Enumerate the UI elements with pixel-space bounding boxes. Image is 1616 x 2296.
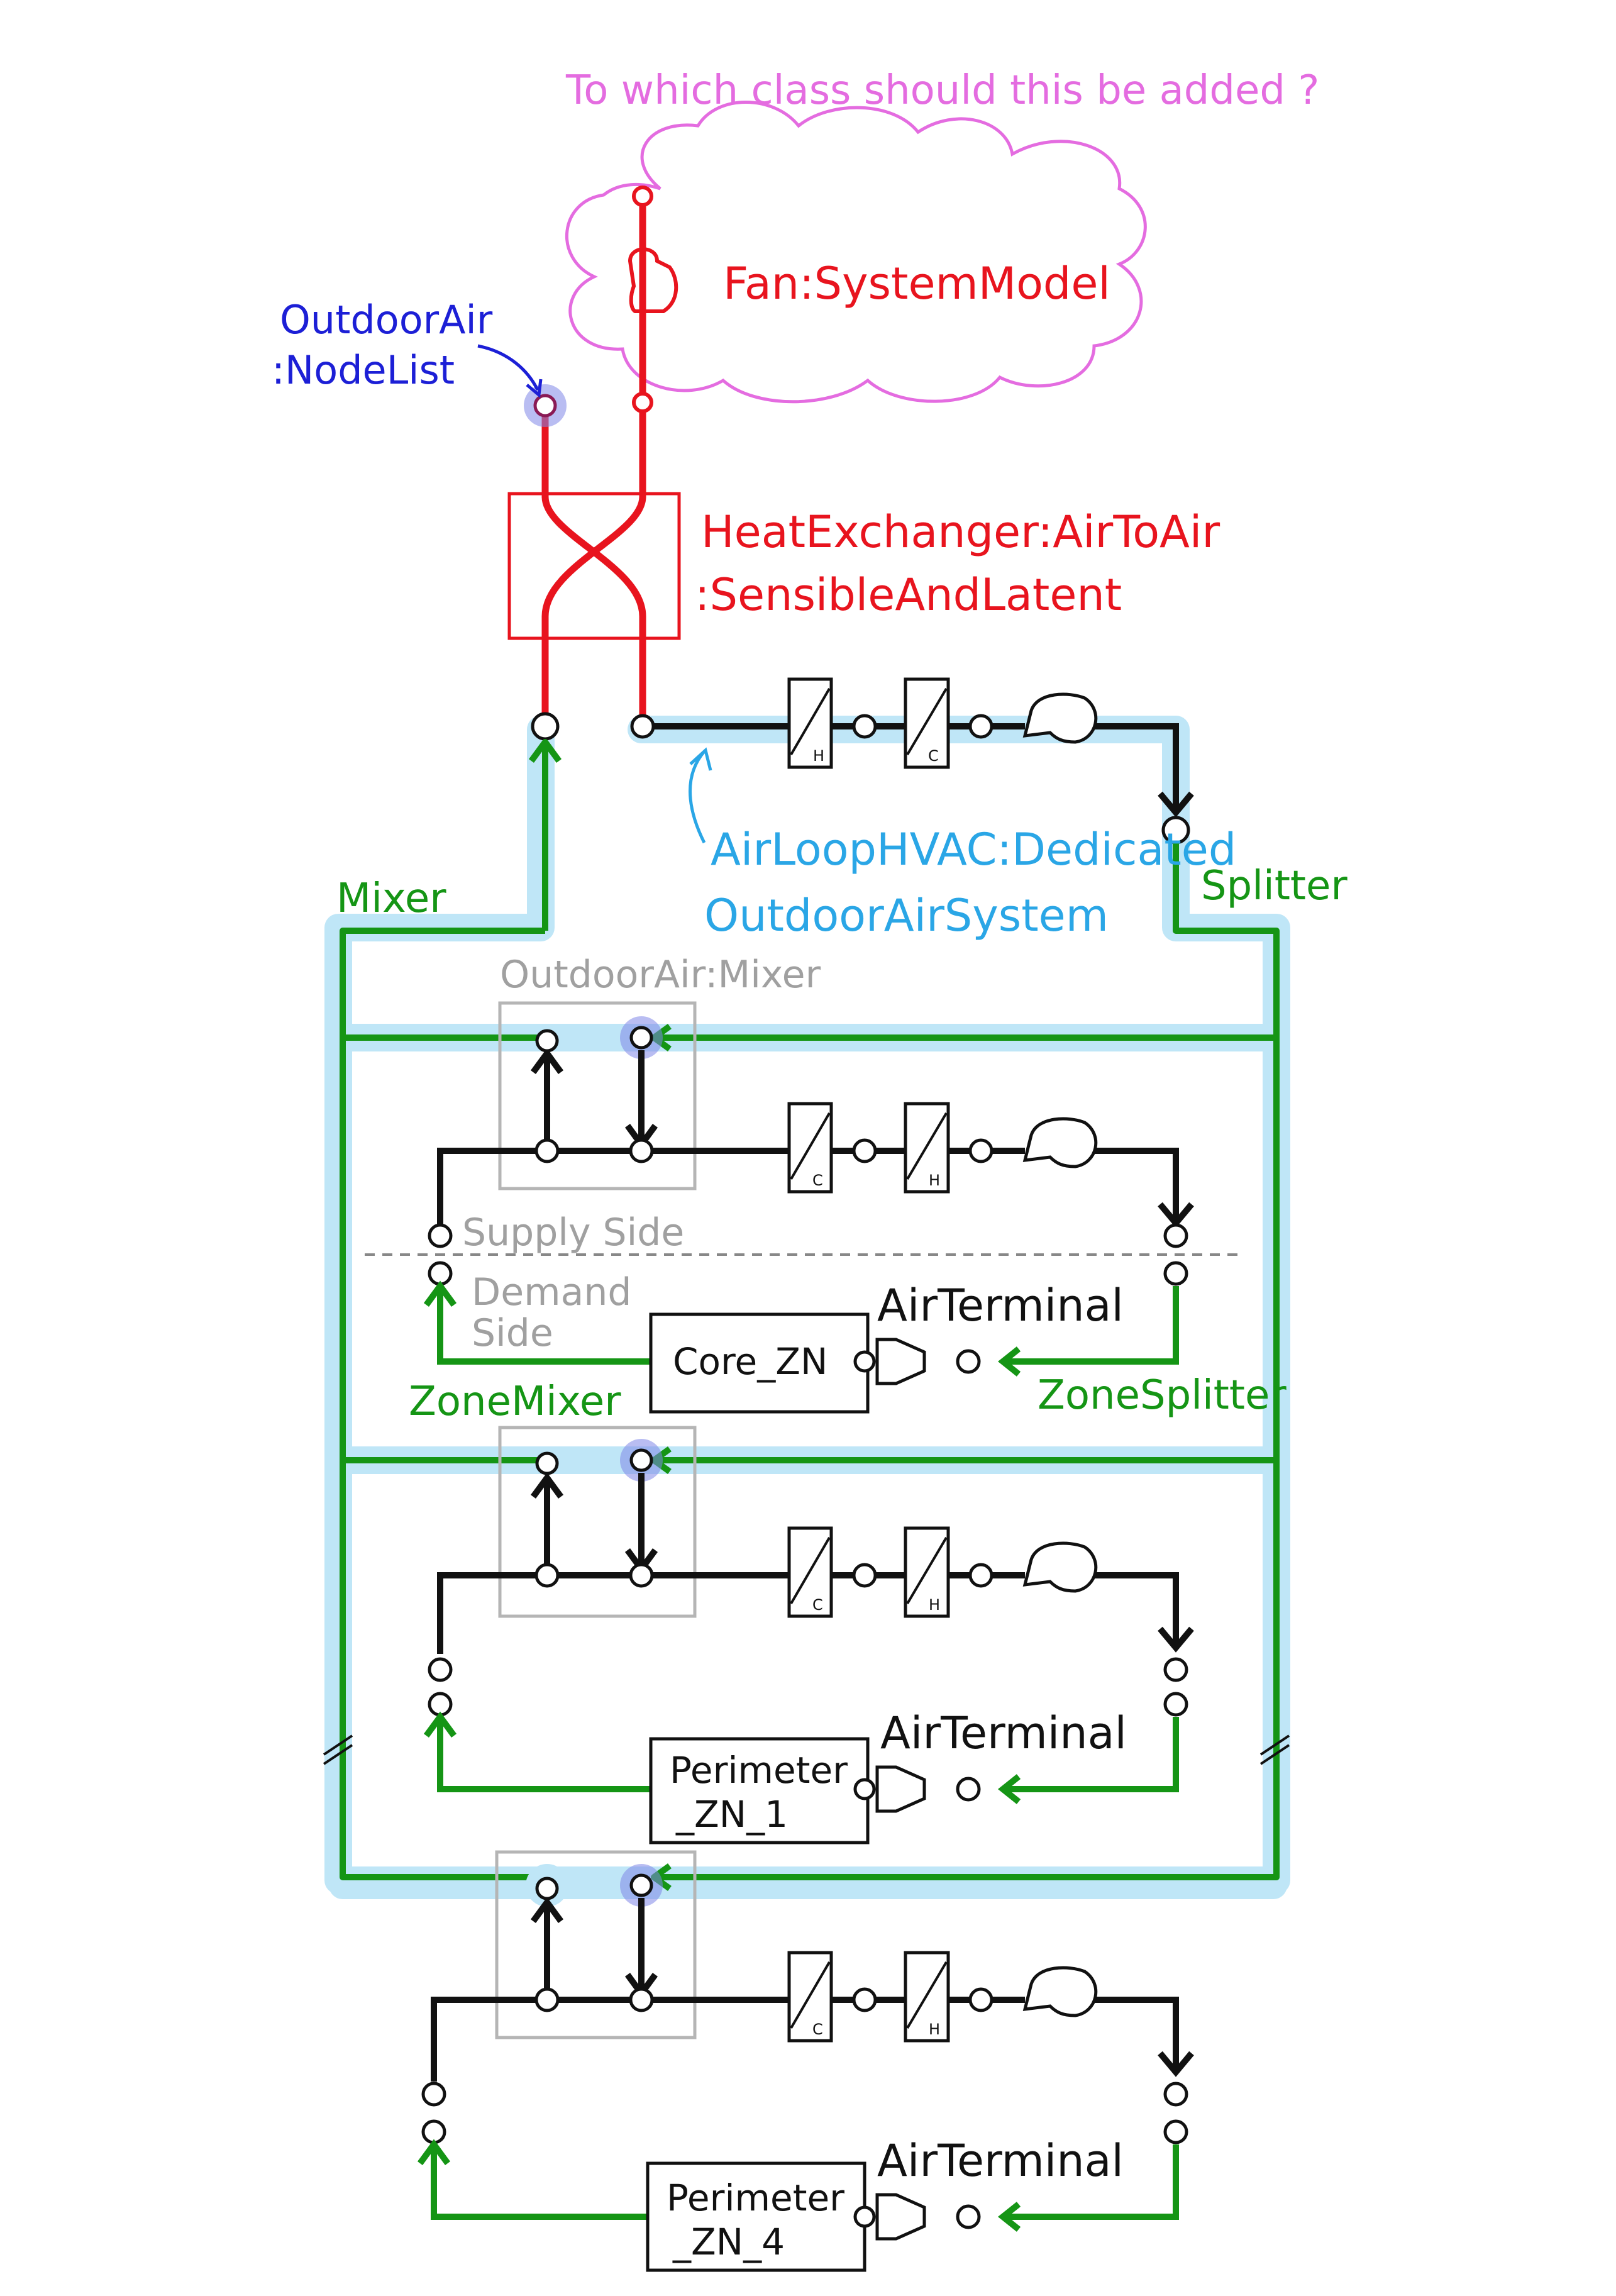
air-loop-2: C H Perimeter _ZN_1 AirTermin (423, 1426, 1194, 1844)
outdoor-air-node-list-label: OutdoorAir (280, 297, 493, 343)
doas-outlet-node (531, 712, 560, 741)
doas-pointer-head (689, 747, 712, 771)
svg-text:H: H (813, 747, 824, 765)
svg-text:C: C (812, 1172, 823, 1189)
heating-coil-icon: H (787, 677, 833, 769)
heating-coil-icon: H (904, 1951, 950, 2043)
svg-text:AirTerminal: AirTerminal (877, 1280, 1124, 1331)
zone-splitter-label: ZoneSplitter (1038, 1372, 1287, 1419)
demand-side-label: Demand (472, 1270, 631, 1314)
svg-text:C: C (812, 1596, 823, 1614)
svg-text:_ZN_4: _ZN_4 (672, 2221, 785, 2263)
outdoor-air-mixer-box (498, 1001, 697, 1190)
air-terminal-icon (853, 1338, 981, 1385)
fan-icon (1022, 1966, 1098, 2017)
question-text: To which class should this be added ? (565, 67, 1319, 114)
zone-box (649, 1312, 870, 1414)
doas-pointer (689, 750, 706, 844)
nodelist-pointer (477, 344, 540, 391)
heat-exchanger-label-2: :SensibleAndLatent (695, 569, 1122, 621)
svg-text:Core_ZN: Core_ZN (673, 1340, 827, 1383)
nodelist-pointer-head (526, 379, 543, 398)
outdoor-air-mixer-box (495, 1850, 697, 2039)
svg-text:H: H (929, 1172, 940, 1189)
svg-text:C: C (928, 747, 939, 765)
svg-text:Perimeter: Perimeter (667, 2177, 844, 2219)
mixer-label: Mixer (336, 875, 446, 922)
svg-text:AirTerminal: AirTerminal (877, 2135, 1124, 2187)
cooling-coil-icon: C (787, 1951, 833, 2043)
air-loop-3: C H Perimeter _ZN_4 AirTermin (417, 1850, 1194, 2272)
fan-icon (1022, 692, 1098, 744)
heating-coil-icon: H (904, 1526, 950, 1618)
heat-exchanger-icon (507, 492, 681, 640)
fan-icon (628, 186, 678, 413)
doas-label: AirLoopHVAC:Dedicated (711, 824, 1236, 875)
svg-text:AirTerminal: AirTerminal (880, 1707, 1127, 1759)
splitter-label: Splitter (1201, 863, 1348, 909)
break-mark (323, 1734, 1290, 1765)
air-terminal-icon (853, 1765, 981, 1813)
fan-icon (1022, 1117, 1098, 1168)
doas-coils: H C (630, 677, 1098, 769)
heat-exchanger-label: HeatExchanger:AirToAir (701, 506, 1220, 558)
cooling-coil-icon: C (787, 1102, 833, 1194)
supply-side-label: Supply Side (462, 1211, 684, 1255)
demand-side-label-2: Side (472, 1311, 553, 1355)
doas-label-2: OutdoorAirSystem (704, 890, 1109, 941)
doas-trunk (340, 739, 1280, 1892)
svg-text:H: H (929, 1596, 940, 1614)
outdoor-air-mixer-box (498, 1426, 697, 1618)
svg-text:Perimeter: Perimeter (670, 1749, 848, 1792)
svg-text:H: H (929, 2021, 940, 2038)
outdoor-air-mixer-label: OutdoorAir:Mixer (500, 953, 821, 997)
outdoor-air-node-list-label-2: :NodeList (272, 347, 455, 393)
fan-system-model-label: Fan:SystemModel (723, 258, 1110, 309)
svg-text:_ZN_1: _ZN_1 (675, 1793, 788, 1836)
outdoor-air-node (524, 384, 567, 427)
cloud-icon (565, 101, 1147, 404)
air-terminal-icon (853, 2193, 981, 2241)
air-loop-1: C H Core_ZN AirTerminal (365, 1001, 1239, 1414)
fan-icon (1022, 1541, 1098, 1593)
zone-mixer-label: ZoneMixer (409, 1378, 621, 1425)
cooling-coil-icon: C (904, 677, 950, 769)
heating-coil-icon: H (904, 1102, 950, 1194)
zone-box (646, 2161, 866, 2272)
heat-recovery-piping (541, 201, 646, 727)
cooling-coil-icon: C (787, 1526, 833, 1618)
svg-text:C: C (812, 2021, 823, 2038)
